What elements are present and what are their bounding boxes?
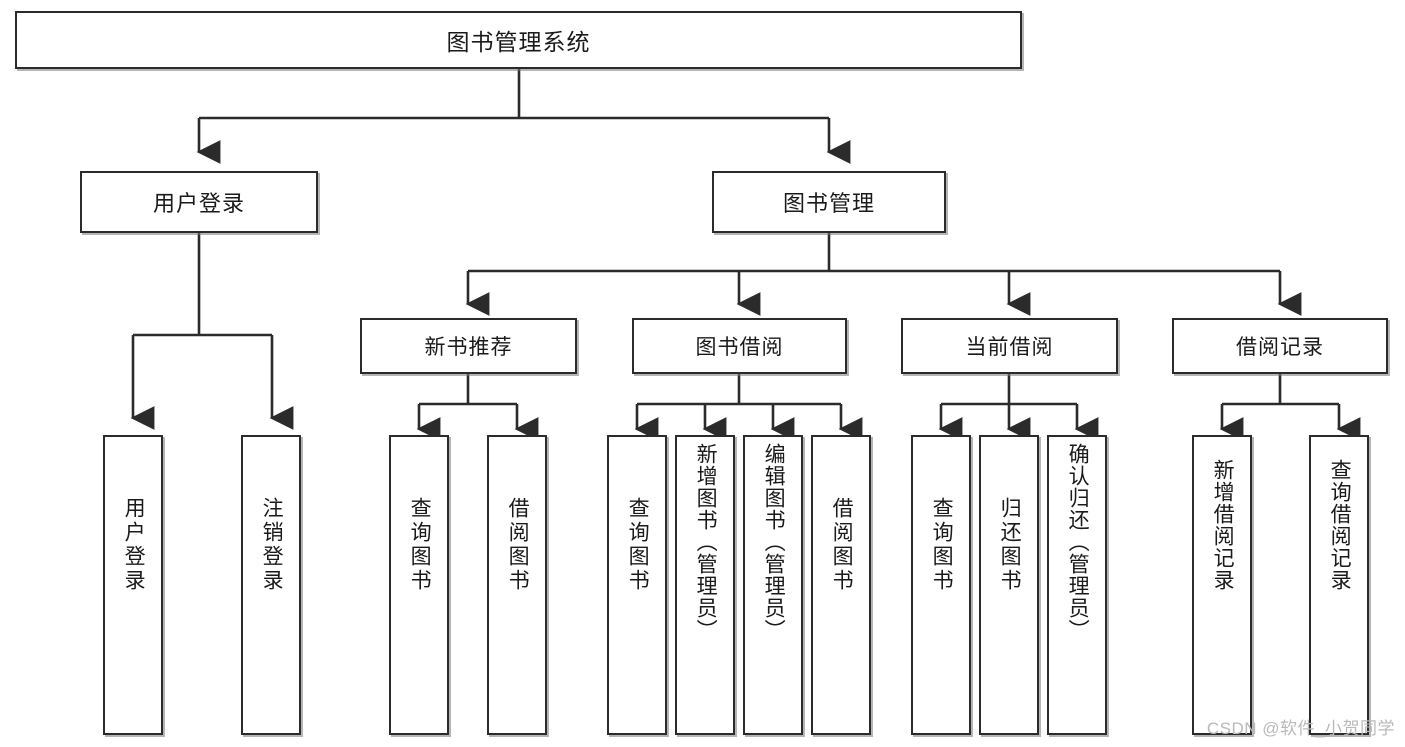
node-leaf-edit-book-label: 编辑图书（管理员） bbox=[762, 443, 786, 641]
node-book-manage[interactable]: 图书管理 bbox=[712, 171, 946, 233]
node-current-borrow-label: 当前借阅 bbox=[965, 336, 1054, 359]
node-leaf-return-book[interactable]: 归还图书 bbox=[979, 435, 1039, 735]
node-leaf-user-login[interactable]: 用户登录 bbox=[103, 435, 163, 735]
node-leaf-query-book-2-label: 查询图书 bbox=[626, 497, 650, 593]
node-root[interactable]: 图书管理系统 bbox=[15, 11, 1022, 69]
node-leaf-add-book-label: 新增图书（管理员） bbox=[694, 443, 718, 641]
node-leaf-return-book-label: 归还图书 bbox=[998, 497, 1022, 593]
node-leaf-add-record-label: 新增借阅记录 bbox=[1211, 459, 1235, 591]
node-leaf-query-record[interactable]: 查询借阅记录 bbox=[1309, 435, 1369, 735]
node-leaf-query-book-3-label: 查询图书 bbox=[930, 497, 954, 593]
node-new-book-rec-label: 新书推荐 bbox=[424, 336, 513, 359]
node-user-login[interactable]: 用户登录 bbox=[80, 171, 318, 233]
node-leaf-query-book-1[interactable]: 查询图书 bbox=[389, 435, 449, 735]
node-leaf-borrow-book-2-label: 借阅图书 bbox=[830, 497, 854, 593]
node-leaf-query-record-label: 查询借阅记录 bbox=[1328, 459, 1352, 591]
node-borrow-record-label: 借阅记录 bbox=[1236, 336, 1324, 359]
node-book-manage-label: 图书管理 bbox=[782, 191, 875, 216]
node-book-borrow-label: 图书借阅 bbox=[695, 336, 784, 359]
node-leaf-borrow-book-2[interactable]: 借阅图书 bbox=[811, 435, 871, 735]
node-current-borrow[interactable]: 当前借阅 bbox=[901, 318, 1118, 374]
node-leaf-borrow-book-1-label: 借阅图书 bbox=[506, 497, 530, 593]
node-leaf-add-book[interactable]: 新增图书（管理员） bbox=[675, 435, 735, 735]
node-leaf-add-record[interactable]: 新增借阅记录 bbox=[1192, 435, 1252, 735]
node-leaf-confirm-return[interactable]: 确认归还（管理员） bbox=[1047, 435, 1107, 735]
node-leaf-borrow-book-1[interactable]: 借阅图书 bbox=[487, 435, 547, 735]
node-leaf-query-book-2[interactable]: 查询图书 bbox=[607, 435, 667, 735]
node-leaf-edit-book[interactable]: 编辑图书（管理员） bbox=[743, 435, 803, 735]
node-book-borrow[interactable]: 图书借阅 bbox=[632, 318, 847, 374]
node-leaf-user-login-label: 用户登录 bbox=[122, 497, 146, 593]
node-new-book-rec[interactable]: 新书推荐 bbox=[360, 318, 577, 374]
node-leaf-confirm-return-label: 确认归还（管理员） bbox=[1066, 443, 1090, 641]
node-borrow-record[interactable]: 借阅记录 bbox=[1172, 318, 1388, 374]
node-leaf-query-book-1-label: 查询图书 bbox=[408, 497, 432, 593]
node-root-label: 图书管理系统 bbox=[446, 29, 591, 55]
watermark: CSDN @软件_小贺同学 bbox=[1206, 719, 1395, 738]
node-leaf-user-logout-label: 注销登录 bbox=[260, 497, 284, 593]
node-leaf-user-logout[interactable]: 注销登录 bbox=[241, 435, 301, 735]
node-leaf-query-book-3[interactable]: 查询图书 bbox=[911, 435, 971, 735]
node-user-login-label: 用户登录 bbox=[152, 191, 245, 216]
